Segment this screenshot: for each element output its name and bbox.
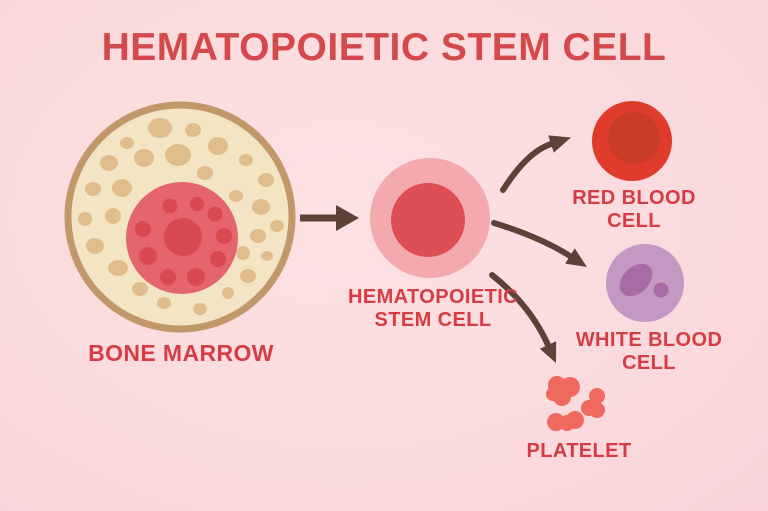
platelet-label-text: PLATELET: [526, 440, 632, 462]
platelet-label: PLATELET: [526, 440, 631, 463]
stem-cell-illustration: [370, 158, 490, 278]
arrow-bone-marrow-to-stem-cell: [300, 205, 359, 231]
bone-marrow-nucleus: [126, 182, 238, 294]
red-blood-cell-illustration: [592, 101, 672, 181]
bone-marrow-label-text: BONE MARROW: [88, 340, 274, 366]
white-blood-cell-illustration: [606, 244, 684, 322]
white-blood-cell-label-line2: CELL: [622, 352, 676, 374]
white-blood-cell-label: WHITE BLOOD CELL: [576, 329, 723, 375]
arrow-stem-to-platelet: [489, 272, 557, 363]
stem-cell-label: HEMATOPOIETIC STEM CELL: [348, 286, 518, 332]
stem-cell-label-line1: HEMATOPOIETIC: [347, 286, 519, 308]
stem-cell-label-line2: STEM CELL: [374, 309, 492, 331]
arrow-stem-to-white-blood-cell: [491, 220, 587, 267]
bone-marrow-illustration: [64, 101, 296, 333]
red-blood-cell-label-line1: RED BLOOD: [572, 187, 696, 209]
white-blood-cell-label-line1: WHITE BLOOD: [575, 329, 723, 351]
red-blood-cell-label: RED BLOOD CELL: [572, 187, 696, 233]
platelet-illustration: [546, 376, 605, 431]
red-blood-cell-label-line2: CELL: [607, 210, 661, 232]
arrow-stem-to-red-blood-cell: [500, 135, 571, 193]
bone-marrow-label: BONE MARROW: [88, 340, 274, 366]
bone-marrow-spots: [78, 118, 284, 315]
page-title: HEMATOPOIETIC STEM CELL: [101, 26, 667, 69]
